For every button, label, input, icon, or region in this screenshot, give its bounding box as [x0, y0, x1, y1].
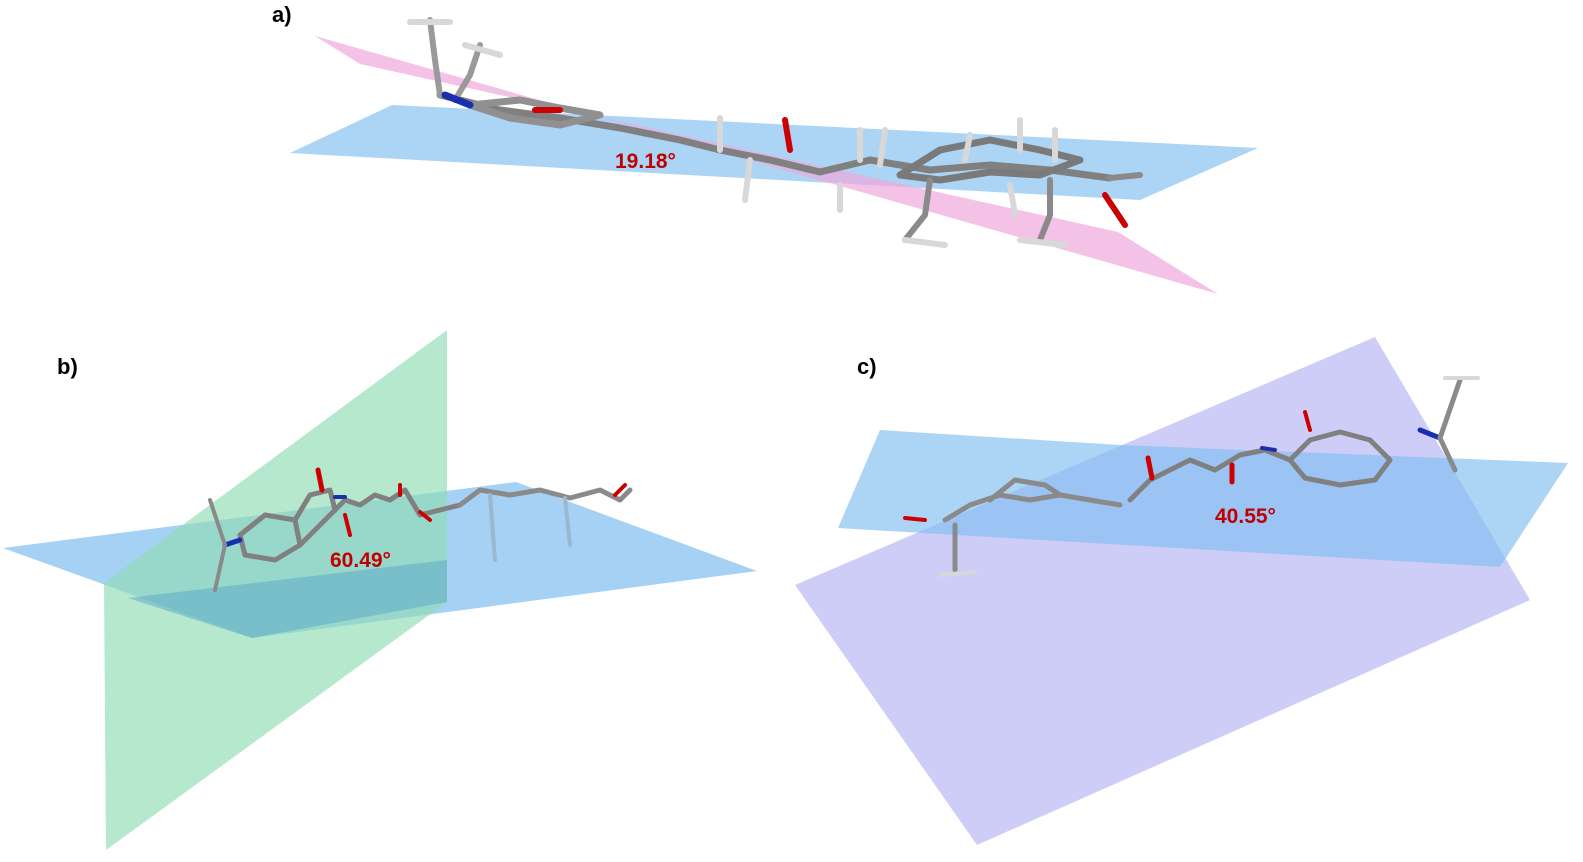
panel-a: a): [272, 2, 1258, 294]
panel-a-ring: [466, 96, 604, 129]
panel-b-coumarin-ring2: [292, 487, 338, 548]
panel-b-carbonyl2: [343, 513, 352, 537]
panel-b-nitrogen: [222, 537, 243, 548]
panel-c-n-ethyl2: [1437, 435, 1458, 473]
panel-a-h11: [1007, 182, 1018, 218]
panel-b-n-ethyl2: [213, 543, 227, 592]
panel-b-angle: 60.49°: [330, 549, 391, 572]
panel-c-ring: [987, 477, 1063, 503]
panel-c-coumarin: [1287, 429, 1393, 488]
panel-c-n-ethyl1: [1437, 377, 1463, 441]
panel-c-nitrogen: [1417, 427, 1443, 441]
panel-a-methyl-top2: [452, 42, 483, 103]
panel-a-h6: [877, 127, 888, 168]
panel-c-nh: [1260, 446, 1277, 452]
panel-b-epoxide: [613, 483, 627, 497]
panel-b-molecule: [208, 467, 633, 592]
panel-c-carbonyl-ester: [1145, 455, 1155, 481]
panel-a-backbone: [436, 91, 1114, 182]
panel-a-nitrogen: [441, 91, 474, 109]
panel-c-oh: [903, 516, 927, 522]
panel-c-lavender-plane: [795, 337, 1530, 845]
panel-b-carbonyl1: [315, 467, 325, 493]
panel-c-h1: [938, 570, 977, 577]
panel-b-methyl2: [563, 496, 572, 547]
panel-a-blue-plane: [290, 105, 1258, 200]
panel-b-n-ethyl1: [208, 498, 227, 547]
panel-a-pink-plane: [315, 36, 1218, 294]
panel-a-oxygen-right: [1102, 192, 1128, 228]
panel-a-h4: [742, 157, 753, 203]
panel-a-methyl-bottom2: [1037, 177, 1053, 243]
panel-c-steroid: [942, 492, 1123, 523]
panel-a-molecule: [407, 17, 1143, 248]
panel-a-h2: [462, 42, 503, 58]
panel-a-label: a): [272, 2, 292, 27]
panel-c-angle: 40.55°: [1215, 505, 1276, 528]
panel-c-molecule: [903, 376, 1480, 577]
panel-c-coumarin-o: [1303, 410, 1312, 432]
panel-a-h12: [902, 237, 948, 248]
panel-b-label: b): [57, 354, 78, 379]
panel-c: c) 40.55°: [795, 337, 1568, 845]
panel-a-steroid-rings: [896, 136, 1084, 184]
panel-a-angle: 19.18°: [615, 150, 676, 173]
panel-b-overlap: [128, 560, 447, 638]
panel-a-tail: [1107, 172, 1143, 181]
panel-a-methyl-bottom1: [902, 177, 933, 243]
panel-b-methyl1: [488, 493, 497, 562]
panel-a-h10: [962, 132, 973, 163]
panel-b: b) 60.49°: [3, 330, 757, 850]
panel-b-chain: [332, 487, 463, 518]
panel-b-steroid: [457, 487, 633, 508]
panel-a-h13: [1017, 237, 1068, 248]
panel-a-carbonyl: [782, 117, 793, 153]
panel-a-methyl-top: [427, 17, 443, 98]
panel-b-ester-o: [418, 510, 432, 522]
panel-c-label: c): [857, 354, 877, 379]
